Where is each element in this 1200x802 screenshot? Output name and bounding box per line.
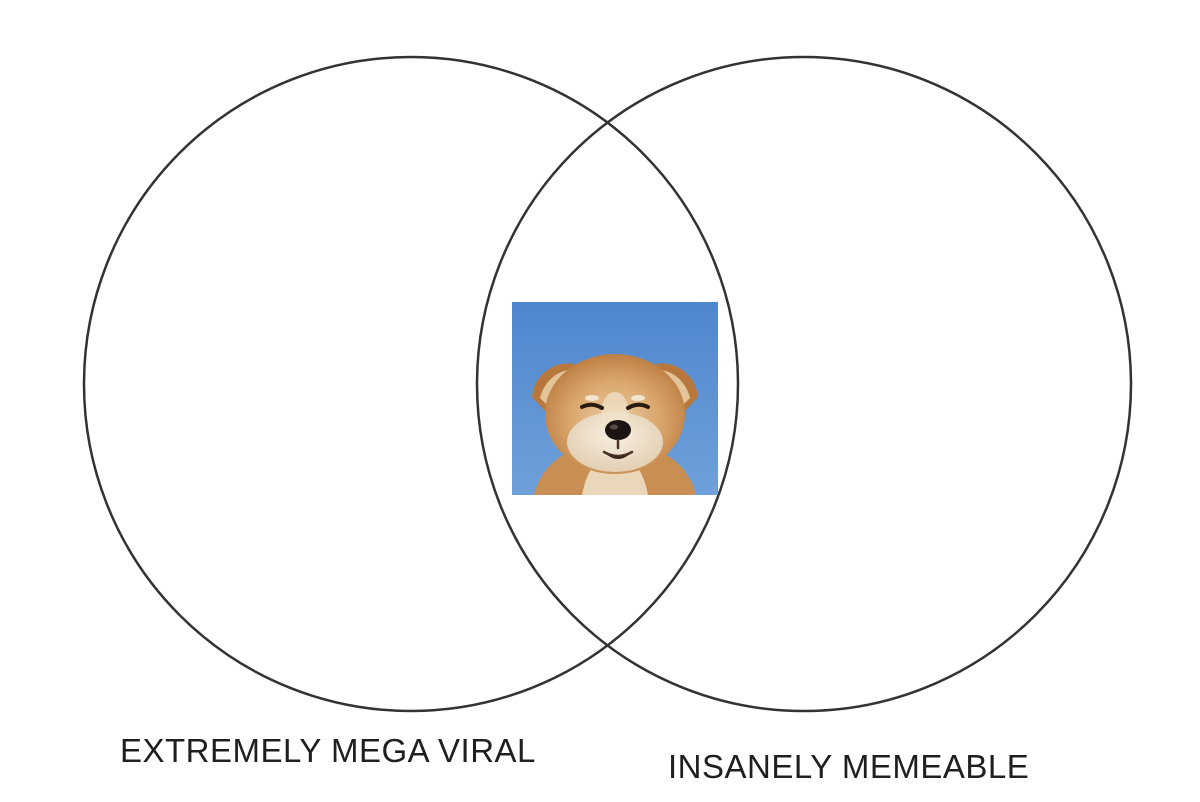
left-circle	[82, 55, 740, 713]
shiba-inu-puppy-photo	[512, 302, 718, 495]
left-set-label: EXTREMELY MEGA VIRAL	[120, 732, 536, 769]
right-set-label: INSANELY MEMEABLE	[668, 748, 1030, 785]
right-circle	[475, 55, 1133, 713]
